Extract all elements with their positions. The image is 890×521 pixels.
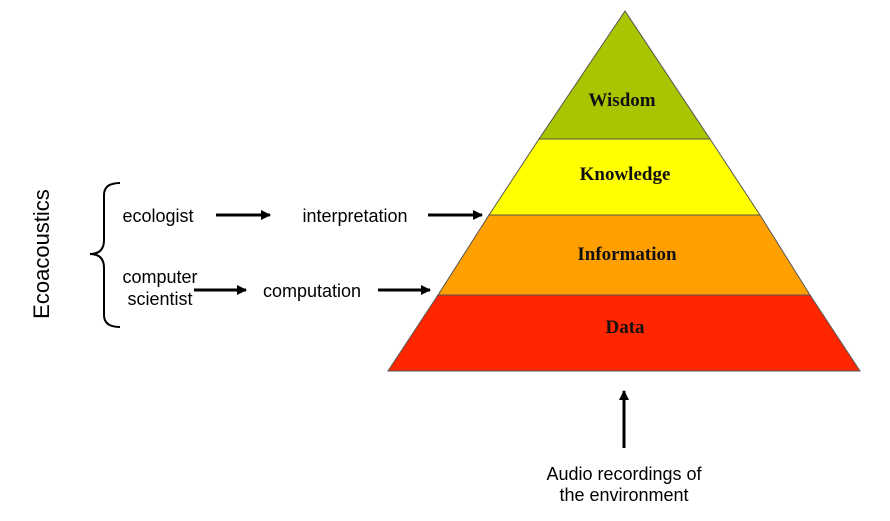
role-computer-scientist-line2: scientist — [127, 289, 192, 309]
pyramid-level-data — [387, 294, 861, 372]
pyramid-label-data: Data — [605, 317, 645, 338]
action-interpretation: interpretation — [302, 206, 407, 226]
recordings-caption-line1: Audio recordings of — [546, 464, 702, 484]
pyramid-level-wisdom — [538, 10, 711, 140]
role-ecologist: ecologist — [122, 206, 193, 226]
pyramid: Wisdom Knowledge Information Data — [387, 10, 861, 372]
pyramid-label-information: Information — [577, 244, 677, 265]
role-computer-scientist-line1: computer — [122, 267, 197, 287]
ecoacoustics-label: Ecoacoustics — [29, 189, 54, 319]
recordings-caption-line2: the environment — [559, 485, 688, 505]
pyramid-label-wisdom: Wisdom — [588, 90, 655, 111]
action-computation: computation — [263, 281, 361, 301]
curly-brace — [89, 182, 121, 328]
pyramid-label-knowledge: Knowledge — [580, 164, 671, 185]
